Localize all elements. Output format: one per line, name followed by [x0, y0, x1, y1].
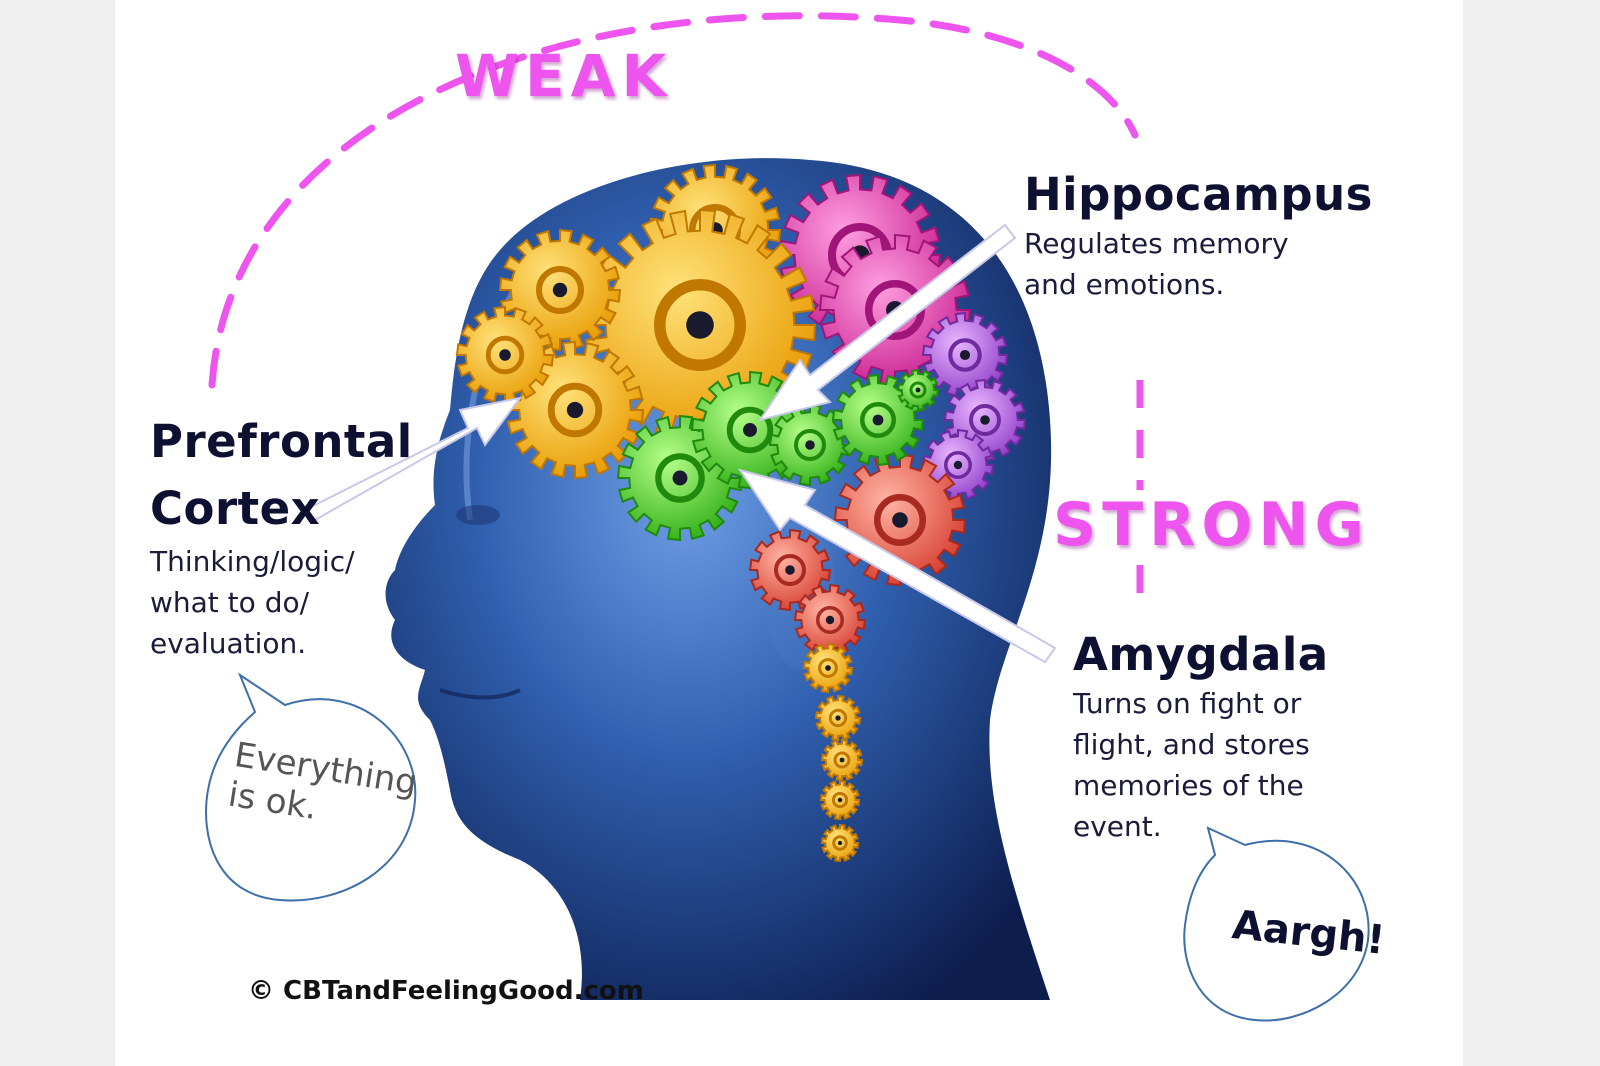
- weak-label: WEAK: [455, 42, 672, 110]
- gear-green-axle: [916, 388, 921, 393]
- gear-spine-axle: [835, 715, 840, 720]
- gear-spine-axle: [838, 841, 842, 845]
- gear-spine-axle: [840, 758, 845, 763]
- gear-purple-axle: [980, 415, 990, 425]
- amygdala-desc-line: flight, and stores: [1073, 724, 1329, 765]
- prefrontal-callout: Prefrontal Cortex Thinking/logic/ what t…: [150, 415, 413, 664]
- gear-green-axle: [805, 440, 815, 450]
- prefrontal-desc-line: evaluation.: [150, 623, 413, 664]
- prefrontal-desc-line: what to do/: [150, 582, 413, 623]
- hippocampus-desc-line: and emotions.: [1024, 264, 1373, 305]
- hippocampus-callout: Hippocampus Regulates memory and emotion…: [1024, 168, 1373, 305]
- amygdala-callout: Amygdala Turns on fight or flight, and s…: [1073, 628, 1329, 847]
- amygdala-desc-line: Turns on fight or: [1073, 683, 1329, 724]
- amygdala-title: Amygdala: [1073, 628, 1329, 681]
- gear-yellow-axle: [499, 349, 511, 361]
- gear-spine-axle: [825, 665, 831, 671]
- gear-yellow-axle: [686, 311, 714, 339]
- amygdala-desc: Turns on fight or flight, and stores mem…: [1073, 683, 1329, 847]
- gear-red-axle: [826, 616, 834, 624]
- gear-green-axle: [873, 415, 884, 426]
- gear-green-axle: [743, 423, 757, 437]
- prefrontal-title-line2: Cortex: [150, 482, 413, 535]
- gear-red-axle: [785, 565, 795, 575]
- gear-purple-axle: [954, 461, 962, 469]
- hippocampus-desc-line: Regulates memory: [1024, 223, 1373, 264]
- amygdala-desc-line: memories of the: [1073, 765, 1329, 806]
- gear-yellow-axle: [567, 402, 583, 418]
- copyright-credit: © CBTandFeelingGood.com: [248, 976, 644, 1006]
- hippocampus-title: Hippocampus: [1024, 168, 1373, 221]
- gear-red-axle: [892, 512, 908, 528]
- gear-green-axle: [673, 471, 688, 486]
- amygdala-desc-line: event.: [1073, 806, 1329, 847]
- prefrontal-title-line1: Prefrontal: [150, 415, 413, 468]
- prefrontal-desc-line: Thinking/logic/: [150, 541, 413, 582]
- gear-purple-axle: [960, 350, 970, 360]
- gear-yellow-axle: [553, 283, 567, 297]
- hippocampus-desc: Regulates memory and emotions.: [1024, 223, 1373, 305]
- prefrontal-desc: Thinking/logic/ what to do/ evaluation.: [150, 541, 413, 664]
- gear-spine-axle: [838, 798, 843, 803]
- strong-label: STRONG: [1053, 490, 1370, 560]
